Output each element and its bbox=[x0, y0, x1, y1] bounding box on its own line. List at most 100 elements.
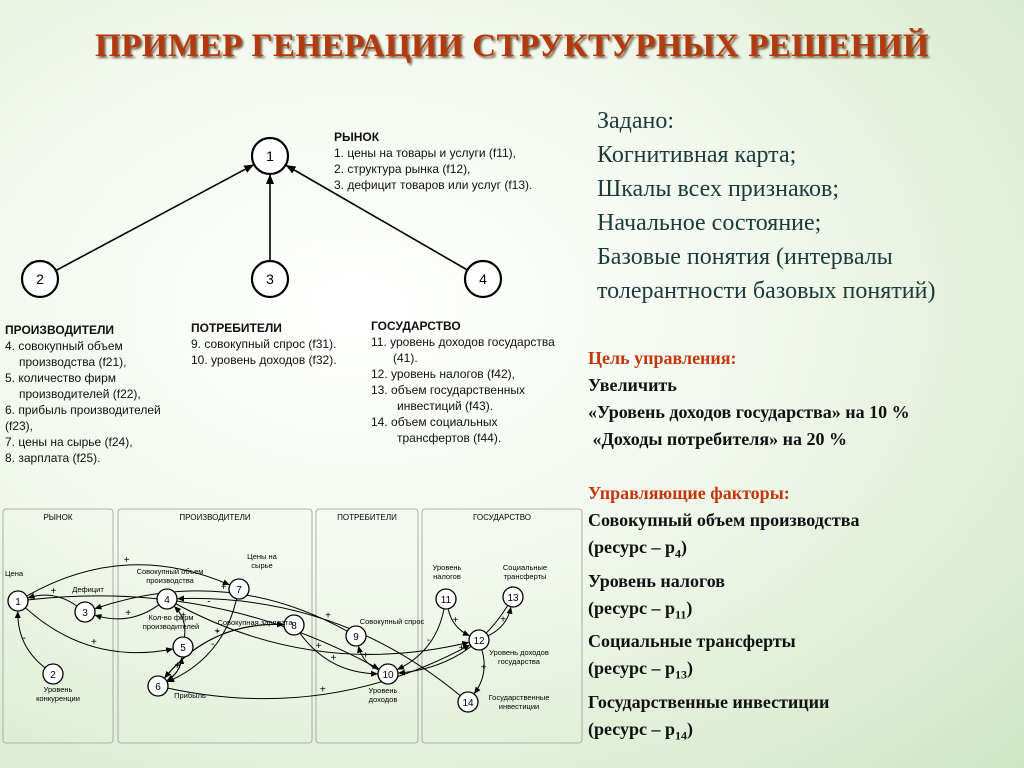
state-item: 14. объем социальных bbox=[371, 415, 498, 429]
cm-node-label: 3 bbox=[82, 608, 88, 619]
cm-node-2: 2 bbox=[42, 663, 64, 685]
cm-node-7: 7 bbox=[228, 578, 250, 600]
cm-edge bbox=[27, 593, 78, 607]
cm-node-label: 10 bbox=[382, 670, 394, 681]
cm-node-label: 2 bbox=[50, 670, 56, 681]
producers-heading: ПРОИЗВОДИТЕЛИ bbox=[5, 323, 115, 337]
consumers-heading: ПОТРЕБИТЕЛИ bbox=[191, 321, 282, 335]
cm-node-label: 1 bbox=[15, 597, 21, 608]
cm-node-label: 6 bbox=[155, 682, 161, 693]
market-heading: РЫНОК bbox=[334, 130, 380, 144]
goal-line: Увеличить bbox=[588, 375, 677, 395]
cm-edge-sign: + bbox=[452, 615, 458, 626]
state-heading: ГОСУДАРСТВО bbox=[371, 319, 461, 333]
cm-edge-sign: + bbox=[180, 610, 186, 621]
cm-edge-sign: - bbox=[211, 639, 214, 650]
cm-node-9: 9 bbox=[345, 625, 367, 647]
cm-edge bbox=[27, 595, 380, 670]
factor-name: Социальные трансферты bbox=[588, 631, 796, 652]
cm-node-label: 7 bbox=[236, 585, 242, 596]
consumers-item: 9. совокупный спрос (f31). bbox=[191, 337, 337, 351]
given-line: Шкалы всех признаков; bbox=[597, 176, 840, 202]
cm-edge-sign: + bbox=[124, 555, 130, 566]
factor-resource: (ресурс – р13) bbox=[588, 658, 693, 682]
given-line: Задано: bbox=[597, 108, 675, 134]
cm-node-1: 1 bbox=[7, 590, 29, 612]
cm-node-caption: Дефицит bbox=[72, 585, 104, 594]
factor-resource: (ресурс – р4) bbox=[588, 537, 687, 561]
cm-section-frame bbox=[315, 508, 419, 744]
state-item: 13. объем государственных bbox=[371, 383, 525, 397]
cm-node-label: 4 bbox=[164, 595, 170, 606]
producers-item: производителей (f22), bbox=[19, 387, 141, 401]
factors-heading: Управляющие факторы: bbox=[588, 483, 790, 503]
cm-edge-sign: + bbox=[316, 641, 322, 652]
factor-name: Совокупный объем производства bbox=[588, 510, 860, 530]
page-title: ПРИМЕР ГЕНЕРАЦИИ СТРУКТУРНЫХ РЕШЕНИЙ bbox=[94, 28, 930, 64]
market-item: 1. цены на товары и услуги (f11), bbox=[334, 146, 516, 160]
producers-description: ПРОИЗВОДИТЕЛИ 4. совокупный объем произв… bbox=[5, 322, 195, 466]
factor-name: Уровень налогов bbox=[588, 570, 726, 591]
cm-section-title: ПОТРЕБИТЕЛИ bbox=[337, 513, 397, 522]
cm-node-14: 14 bbox=[457, 691, 479, 713]
cm-node-caption: Совокупный спрос bbox=[360, 617, 425, 626]
cm-node-8: 8 bbox=[283, 614, 305, 636]
cm-edge bbox=[473, 649, 485, 694]
state-item: (41). bbox=[393, 351, 418, 365]
cm-edge bbox=[94, 590, 348, 632]
cm-section-frame bbox=[2, 508, 114, 744]
given-line: Когнитивная карта; bbox=[597, 142, 797, 168]
factor-name: Государственные инвестиции bbox=[588, 691, 830, 712]
state-item: 11. уровень доходов государства bbox=[371, 335, 555, 349]
factor-resource: (ресурс – р11) bbox=[588, 597, 693, 622]
hierarchy-node-4: 4 bbox=[463, 259, 503, 299]
cm-section-title: РЫНОК bbox=[43, 513, 72, 522]
cm-section-frame bbox=[421, 508, 583, 744]
producers-item: 7. цены на сырье (f24), bbox=[5, 435, 133, 449]
cm-edge-sign: + bbox=[363, 651, 369, 662]
cm-section-title: ГОСУДАРСТВО bbox=[473, 513, 531, 522]
cm-edge-sign: + bbox=[221, 582, 227, 593]
market-item: 3. дефицит товаров или услуг (f13). bbox=[334, 178, 533, 192]
given-line: Начальное состояние; bbox=[597, 210, 822, 236]
cm-edge-sign: + bbox=[175, 661, 181, 672]
cm-node-label: 8 bbox=[291, 621, 297, 632]
cm-node-caption: Цена bbox=[5, 569, 24, 578]
cm-edge bbox=[175, 603, 470, 655]
cm-edge-sign: - bbox=[23, 633, 26, 644]
state-item: 12. уровень налогов (f42), bbox=[371, 367, 515, 381]
cm-edge bbox=[14, 610, 46, 669]
producers-item: 4. совокупный объем bbox=[5, 339, 123, 353]
cm-edge-sign: + bbox=[331, 653, 337, 664]
cm-node-5: 5 bbox=[172, 636, 194, 658]
cm-edge bbox=[176, 595, 461, 697]
cm-node-6: 6 bbox=[147, 675, 169, 697]
given-block: Задано: Когнитивная карта; Шкалы всех пр… bbox=[597, 104, 1017, 308]
cm-node-label: 11 bbox=[441, 595, 452, 606]
cm-edge-sign: + bbox=[481, 663, 487, 674]
cm-node-caption: Совокупная зарплата bbox=[217, 618, 293, 627]
producers-item: 6. прибыль производителей bbox=[5, 403, 161, 417]
cm-edge bbox=[26, 564, 230, 597]
goal-line: «Уровень доходов государства» на 10 % bbox=[588, 402, 910, 422]
cm-node-label: 12 bbox=[473, 636, 485, 647]
cm-node-label: 14 bbox=[462, 698, 474, 709]
hierarchy-node-label: 1 bbox=[266, 148, 274, 164]
given-line: Базовые понятия (интервалы bbox=[597, 244, 893, 270]
goal-line: «Доходы потребителя» на 20 % bbox=[588, 429, 848, 449]
cm-edge-sign: + bbox=[459, 643, 465, 654]
consumers-description: ПОТРЕБИТЕЛИ 9. совокупный спрос (f31). 1… bbox=[191, 320, 371, 368]
cm-edge-sign: + bbox=[51, 586, 57, 597]
consumers-item: 10. уровень доходов (f32). bbox=[191, 353, 337, 367]
state-description: ГОСУДАРСТВО 11. уровень доходов государс… bbox=[371, 318, 586, 446]
cm-node-3: 3 bbox=[74, 601, 96, 623]
cm-section-frame bbox=[117, 508, 313, 744]
cm-node-4: 4 bbox=[156, 588, 178, 610]
